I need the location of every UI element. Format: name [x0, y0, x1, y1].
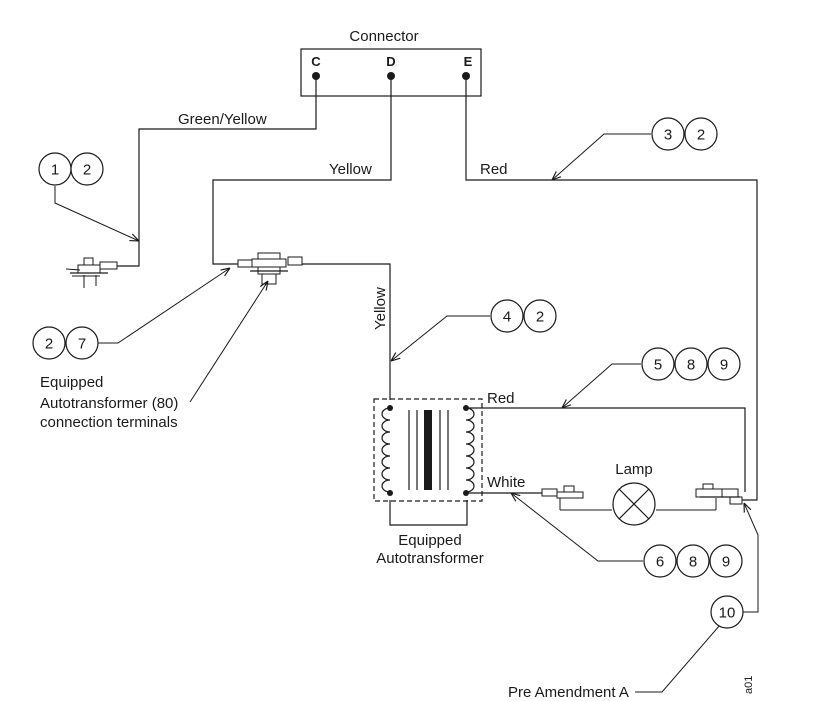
callout-number: 9	[722, 554, 730, 571]
callout-number: 5	[654, 357, 662, 374]
core-bar	[424, 410, 432, 490]
autotransformer	[373, 398, 483, 526]
connector-pin-c-label: C	[311, 54, 321, 69]
primary-coil	[381, 407, 391, 493]
yellow-wire-top	[212, 76, 392, 265]
terminals-label-line3: connection terminals	[40, 414, 178, 431]
connector-pin-d-label: D	[386, 54, 395, 69]
callout-10: 10	[710, 595, 744, 629]
terminals-leader	[189, 281, 268, 403]
callout-number: 6	[656, 554, 664, 571]
green-yellow-label: Green/Yellow	[178, 111, 267, 128]
yellow-vertical-label: Yellow	[372, 287, 389, 330]
callout-number: 3	[664, 127, 672, 144]
callout-1-2: 1 2	[38, 152, 104, 186]
autotransformer-terminal	[463, 490, 469, 496]
terminals-label-line2: Autotransformer (80)	[40, 395, 178, 412]
callout-4-2: 4 2	[490, 299, 557, 333]
callout-leader-6	[511, 493, 643, 562]
callout-2-7: 2 7	[32, 326, 99, 360]
green-yellow-wire	[117, 76, 317, 267]
ground-terminal	[65, 257, 118, 288]
autotransformer-label-line2: Autotransformer	[376, 550, 484, 567]
callout-3-2: 3 2	[651, 117, 718, 151]
autotransformer-label-line1: Equipped	[398, 532, 461, 549]
callout-number: 2	[697, 127, 705, 144]
callout-number: 10	[719, 605, 736, 622]
callout-number: 8	[687, 357, 695, 374]
callout-number: 9	[720, 357, 728, 374]
white-lamp-label: White	[487, 474, 525, 491]
connector-title: Connector	[349, 28, 418, 45]
red-wire-top	[465, 76, 758, 501]
autotransformer-terminal	[387, 405, 393, 411]
callout-leader-7	[743, 503, 759, 613]
callout-leader-5	[562, 363, 641, 408]
connector-pin-e-label: E	[464, 54, 473, 69]
autotransformer-connection-terminals	[237, 252, 303, 285]
secondary-coil	[465, 407, 475, 493]
terminals-label-line1: Equipped	[40, 374, 103, 391]
pre-amendment-leader	[635, 624, 721, 693]
callout-leader-1	[54, 186, 139, 241]
red-lamp-label: Red	[487, 390, 515, 407]
red-top-label: Red	[480, 161, 508, 178]
callout-leader-3	[552, 133, 651, 180]
callout-leader-4	[391, 315, 490, 361]
autotransformer-base	[389, 500, 468, 526]
callout-number: 2	[45, 336, 53, 353]
callout-leader-2	[98, 268, 230, 344]
callout-5-8-9: 5 8 9	[641, 347, 741, 381]
callout-number: 1	[51, 162, 59, 179]
callout-number: 7	[78, 336, 86, 353]
red-wire-lamp	[468, 407, 746, 492]
connector: Connector C D E	[300, 28, 482, 97]
yellow-wire-vertical	[300, 263, 391, 400]
lamp: Lamp	[541, 461, 743, 526]
yellow-top-label: Yellow	[329, 161, 372, 178]
callout-number: 4	[503, 309, 511, 326]
pre-amendment-label: Pre Amendment A	[508, 684, 629, 701]
callout-6-8-9: 6 8 9	[643, 544, 743, 578]
callout-number: 8	[689, 554, 697, 571]
autotransformer-terminal	[463, 405, 469, 411]
autotransformer-outline	[373, 398, 483, 502]
figure-code: a01	[743, 676, 755, 694]
autotransformer-terminal	[387, 490, 393, 496]
callout-number: 2	[536, 309, 544, 326]
lamp-label: Lamp	[615, 461, 653, 478]
callout-number: 2	[83, 162, 91, 179]
